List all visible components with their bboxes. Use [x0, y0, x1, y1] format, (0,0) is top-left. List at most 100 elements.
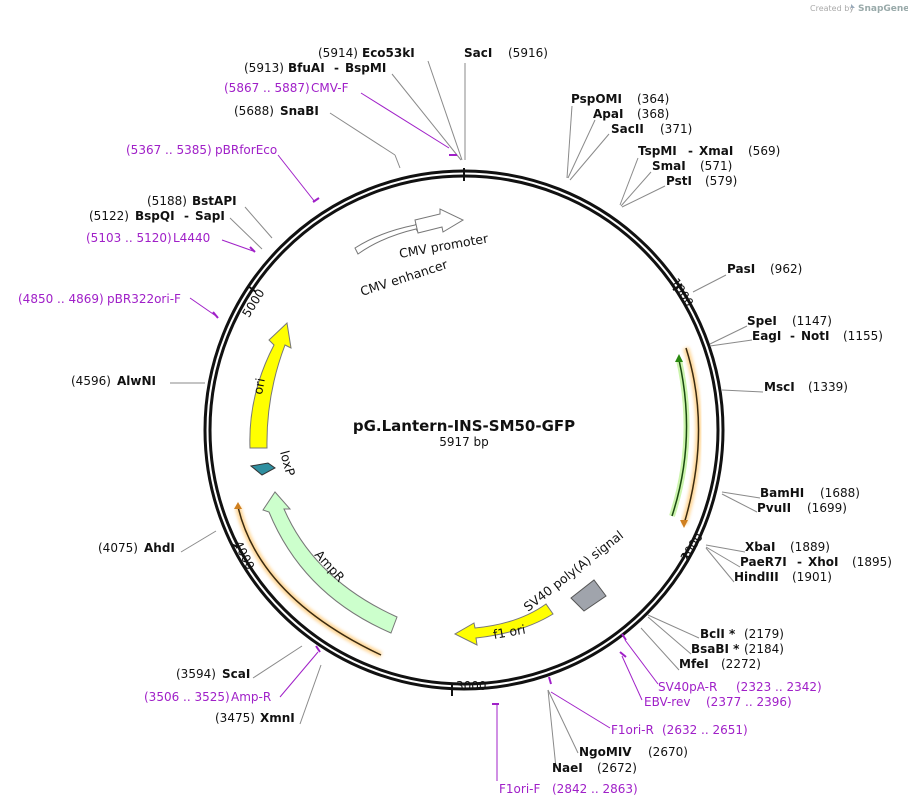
- site-naei[interactable]: NaeI: [552, 761, 583, 775]
- primer-f1ori-f[interactable]: F1ori-F: [499, 782, 540, 796]
- site-scai[interactable]: ScaI: [222, 667, 250, 681]
- site-dash: -: [790, 329, 795, 343]
- site-pos-scai: (3594): [176, 667, 216, 681]
- primer-amp-r[interactable]: Amp-R: [231, 690, 271, 704]
- site-dash: -: [334, 61, 339, 75]
- site-bcli[interactable]: BclI *: [700, 627, 736, 641]
- primer-range-f1ori-f: (2842 .. 2863): [552, 782, 638, 796]
- site-pos-tspmi: (569): [748, 144, 780, 158]
- site-saci[interactable]: SacI: [464, 46, 492, 60]
- site-pos-pvuii: (1699): [807, 501, 847, 515]
- site-hindiii[interactable]: HindIII: [734, 570, 779, 584]
- site-pos-mfei: (2272): [721, 657, 761, 671]
- primer-range-pbr322ori-f: (4850 .. 4869): [18, 292, 104, 306]
- tick-label-3000: 3000: [456, 679, 487, 693]
- site-pos-eco53ki: (5914): [318, 46, 358, 60]
- tick-label-2000: 2000: [678, 530, 706, 563]
- site-noti[interactable]: NotI: [801, 329, 830, 343]
- site-pos-psti: (579): [705, 174, 737, 188]
- site-pos-ngomiv: (2670): [648, 745, 688, 759]
- site-apai[interactable]: ApaI: [593, 107, 623, 121]
- primer-range-f1ori-r: (2632 .. 2651): [662, 723, 748, 737]
- site-dash: -: [688, 144, 693, 158]
- primer-pbrforeco[interactable]: pBRforEco: [215, 143, 277, 157]
- primer-range-cmv-f: (5867 .. 5887): [224, 81, 310, 95]
- site-psti[interactable]: PstI: [666, 174, 692, 188]
- gfp-arc[interactable]: [671, 359, 688, 517]
- site-pos-sacii: (371): [660, 122, 692, 136]
- site-eco53ki[interactable]: Eco53kI: [362, 46, 415, 60]
- site-snabi[interactable]: SnaBI: [280, 104, 319, 118]
- loxp-marker[interactable]: [249, 462, 276, 476]
- f1ori-arrow[interactable]: [453, 603, 554, 646]
- site-msci[interactable]: MscI: [764, 380, 795, 394]
- primer-ebv-rev[interactable]: EBV-rev: [644, 695, 690, 709]
- site-pasi[interactable]: PasI: [727, 262, 755, 276]
- site-pos-smai: (571): [700, 159, 732, 173]
- sv40-polya-box[interactable]: [570, 579, 607, 612]
- orf-left-arc[interactable]: [237, 506, 382, 656]
- tick-1000: [672, 283, 683, 291]
- site-bspmi[interactable]: BspMI: [345, 61, 386, 75]
- site-bfuai[interactable]: BfuAI: [288, 61, 325, 75]
- orf-right-arrowhead-icon: [680, 520, 688, 528]
- site-xbai[interactable]: XbaI: [745, 540, 775, 554]
- site-xhoi[interactable]: XhoI: [808, 555, 839, 569]
- primer-sv40pa-r[interactable]: SV40pA-R: [658, 680, 717, 694]
- loxp-label: loxP: [277, 449, 298, 478]
- snapgene-logo-icon: [851, 4, 855, 8]
- site-pspomi[interactable]: PspOMI: [571, 92, 622, 106]
- site-bstapi[interactable]: BstAPI: [192, 194, 237, 208]
- primer-pbr322ori-f[interactable]: pBR322ori-F: [107, 292, 181, 306]
- site-paer7i[interactable]: PaeR7I: [740, 555, 787, 569]
- site-bspqi[interactable]: BspQI: [135, 209, 175, 223]
- primer-range-ebv-rev: (2377 .. 2396): [706, 695, 792, 709]
- tick-5000: [247, 285, 257, 293]
- site-dash: -: [184, 209, 189, 223]
- site-pos-paer7i: (1895): [852, 555, 892, 569]
- site-pos-xmni: (3475): [215, 711, 255, 725]
- site-mfei[interactable]: MfeI: [679, 657, 709, 671]
- primer-range-amp-r: (3506 .. 3525): [144, 690, 230, 704]
- ori-arrow[interactable]: [249, 321, 292, 449]
- site-pos-apai: (368): [637, 107, 669, 121]
- plasmid-size: 5917 bp: [439, 435, 489, 449]
- orf-left-arrowhead-icon: [234, 502, 242, 509]
- site-dash: -: [797, 555, 802, 569]
- site-tspmi[interactable]: TspMI: [638, 144, 677, 158]
- primer-f1ori-r[interactable]: F1ori-R: [611, 723, 654, 737]
- primer-l4440[interactable]: L4440: [173, 231, 210, 245]
- tick-label-1000: 1000: [668, 276, 696, 309]
- primer-range-sv40pa-r: (2323 .. 2342): [736, 680, 822, 694]
- site-pvuii[interactable]: PvuII: [757, 501, 791, 515]
- site-pos-eagi: (1155): [843, 329, 883, 343]
- primer-range-l4440: (5103 .. 5120): [86, 231, 172, 245]
- gfp-arrowhead-icon: [675, 354, 683, 362]
- site-bsabi[interactable]: BsaBI *: [691, 642, 740, 656]
- site-smai[interactable]: SmaI: [652, 159, 686, 173]
- site-ngomiv[interactable]: NgoMIV: [579, 745, 632, 759]
- ampr-arrow[interactable]: [262, 491, 398, 634]
- primer-range-pbrforeco: (5367 .. 5385): [126, 143, 212, 157]
- ori-label: ori: [250, 377, 268, 396]
- site-pos-bstapi: (5188): [147, 194, 187, 208]
- site-sapi[interactable]: SapI: [195, 209, 225, 223]
- site-pos-bspqi: (5122): [89, 209, 129, 223]
- site-xmni[interactable]: XmnI: [260, 711, 295, 725]
- site-pos-spei: (1147): [792, 314, 832, 328]
- site-xmai[interactable]: XmaI: [699, 144, 733, 158]
- orf-right-arc[interactable]: [683, 347, 700, 525]
- site-alwni[interactable]: AlwNI: [117, 374, 156, 388]
- site-spei[interactable]: SpeI: [747, 314, 777, 328]
- site-pos-naei: (2672): [597, 761, 637, 775]
- site-ahdi[interactable]: AhdI: [144, 541, 175, 555]
- credit-brand: SnapGene: [858, 4, 908, 14]
- site-bamhi[interactable]: BamHI: [760, 486, 804, 500]
- cmv-promoter-arrow[interactable]: [414, 208, 465, 234]
- site-sacii[interactable]: SacII: [611, 122, 644, 136]
- site-eagi[interactable]: EagI: [752, 329, 781, 343]
- site-pos-xbai: (1889): [790, 540, 830, 554]
- primer-cmv-f[interactable]: CMV-F: [311, 81, 349, 95]
- site-pos-snabi: (5688): [234, 104, 274, 118]
